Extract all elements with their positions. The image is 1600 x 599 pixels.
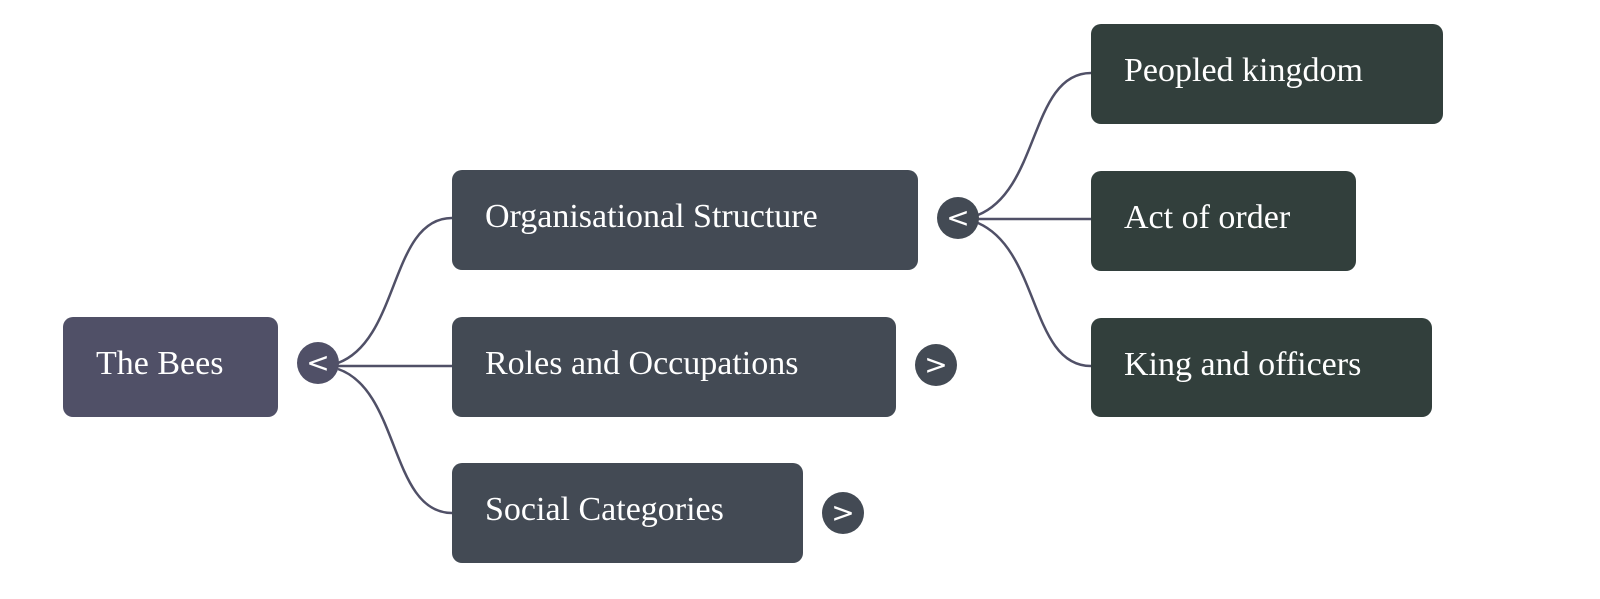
org-collapse-toggle[interactable]: < xyxy=(937,197,979,239)
root-collapse-toggle[interactable]: < xyxy=(297,342,339,384)
node-roles-and-occupations[interactable]: Roles and Occupations xyxy=(452,317,896,417)
node-label: King and officers xyxy=(1124,345,1362,383)
roles-expand-toggle[interactable]: > xyxy=(915,344,957,386)
node-organisational-structure[interactable]: Organisational Structure xyxy=(452,170,918,270)
node-label: Roles and Occupations xyxy=(485,345,799,382)
link-root-org xyxy=(337,216,453,365)
node-act-of-order[interactable]: Act of order xyxy=(1091,171,1356,271)
node-king-and-officers[interactable]: King and officers xyxy=(1091,318,1432,417)
node-label: Social Categories xyxy=(485,491,724,528)
node-label: Act of order xyxy=(1124,199,1291,236)
node-social-categories[interactable]: Social Categories xyxy=(452,463,803,563)
root-label: The Bees xyxy=(96,345,224,382)
node-label: Peopled kingdom xyxy=(1124,52,1363,89)
node-peopled-kingdom[interactable]: Peopled kingdom xyxy=(1091,24,1443,124)
social-expand-toggle[interactable]: > xyxy=(822,492,864,534)
root-node[interactable]: The Bees xyxy=(63,317,278,417)
link-org-king xyxy=(977,221,1092,368)
link-org-peopled xyxy=(977,71,1092,217)
node-label: Organisational Structure xyxy=(485,198,818,235)
link-root-social xyxy=(337,367,453,515)
